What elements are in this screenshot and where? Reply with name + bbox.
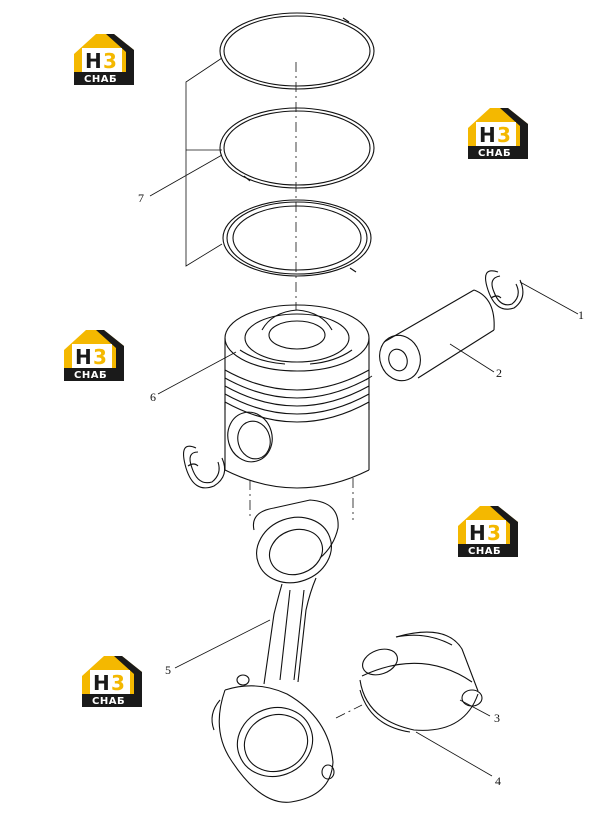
callout-leader-2 (449, 343, 495, 373)
watermark-logo-2: CHAБ (468, 108, 528, 159)
piston-ring-middle (219, 107, 375, 189)
piston (224, 304, 370, 489)
callout-6: 6 (150, 390, 156, 404)
piston-ring-oil (222, 199, 372, 277)
callout-leader-5 (174, 619, 271, 669)
piston-pin (379, 289, 495, 382)
watermark-text: CHAБ (92, 696, 125, 707)
callout-leader-1 (519, 281, 579, 315)
watermark-text: CHAБ (84, 74, 117, 85)
callout-7: 7 (138, 191, 144, 205)
bearing-shell-upper (362, 631, 479, 692)
watermark-text: CHAБ (74, 370, 107, 381)
callout-3: 3 (494, 711, 500, 725)
callout-leader-4 (415, 731, 493, 777)
watermark-logo-1: CHAБ (74, 34, 134, 85)
callout-1: 1 (578, 308, 584, 322)
callout-5: 5 (165, 663, 171, 677)
piston-ring-top (219, 12, 375, 90)
callout-4: 4 (495, 774, 501, 788)
circlip-left (183, 445, 226, 489)
bearing-shell-lower (359, 662, 483, 733)
callout-leader-3 (459, 699, 491, 717)
circlip-right (485, 270, 524, 310)
pin-axis-dash (365, 375, 373, 381)
connecting-rod (211, 499, 339, 803)
callout-leader-6 (157, 351, 237, 395)
callout-leader-7 (149, 154, 223, 197)
bearing-axis-dash (335, 704, 363, 719)
ring-group-bracket (185, 57, 223, 267)
watermark-text: CHAБ (468, 546, 501, 557)
watermark-logo-3: CHAБ (64, 330, 124, 381)
watermark-logo-5: CHAБ (82, 656, 142, 707)
callout-2: 2 (496, 366, 502, 380)
watermark-text: CHAБ (478, 148, 511, 159)
watermark-logo-4: CHAБ (458, 506, 518, 557)
